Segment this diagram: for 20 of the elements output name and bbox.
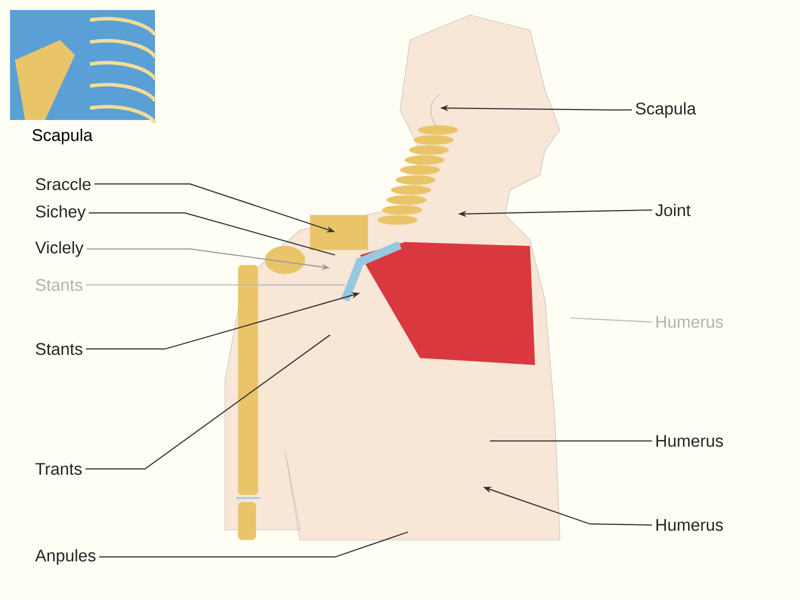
part-label: Joint [655,204,691,216]
part-label: Sichey [36,205,86,221]
leader-line [88,212,336,256]
part-label: Humerus [656,316,723,328]
part-label: Scapula [636,102,696,118]
leader-line [570,317,652,323]
part-label: Humerus [656,519,723,531]
part-label: Trants [35,463,82,475]
part-label: Stants [36,279,82,291]
part-label: Sraccle [36,178,91,190]
leader-line [99,531,408,558]
part-label: Stants [36,343,82,355]
picture-caption: Scapula [32,128,93,144]
part-label: Anpules [35,549,96,565]
part-label: Viclely [35,241,84,257]
inset-picture [10,10,156,124]
leader-line [86,284,345,286]
part-label: Humerus [656,435,723,447]
leader-line [85,334,330,470]
leader-line [490,440,652,442]
